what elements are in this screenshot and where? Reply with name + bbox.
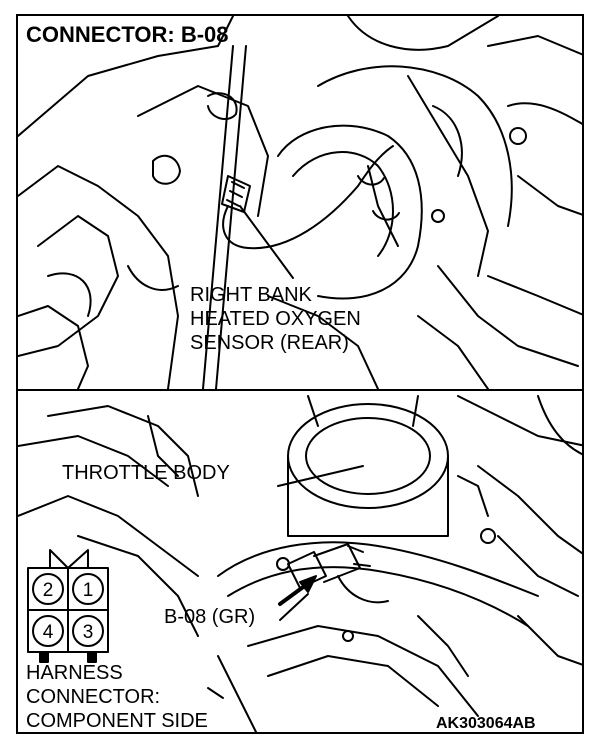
pin-1: 1	[83, 580, 94, 601]
harness-label-line-3: COMPONENT SIDE	[26, 710, 208, 732]
engine-illustration-top	[18, 16, 582, 389]
panel-divider	[18, 389, 582, 391]
pin-3: 3	[83, 622, 94, 643]
connector-title: CONNECTOR: B-08	[26, 22, 229, 47]
sensor-label-line-3: SENSOR (REAR)	[190, 332, 349, 354]
harness-label-line-1: HARNESS	[26, 662, 123, 684]
harness-label-line-2: CONNECTOR:	[26, 686, 161, 708]
throttle-body-label: THROTTLE BODY	[62, 462, 230, 484]
pin-2: 2	[43, 580, 54, 601]
figure-code: AK303064AB	[436, 715, 536, 732]
diagram-frame: CONNECTOR: B-08 RIGHT BANK HEATED OXYGEN…	[16, 14, 584, 734]
pin-4: 4	[43, 622, 54, 643]
connector-b08-label: B-08 (GR)	[164, 606, 256, 628]
sensor-label-line-2: HEATED OXYGEN	[190, 308, 361, 330]
engine-illustration-bottom: 2 1 4 3	[18, 395, 582, 732]
sensor-label-line-1: RIGHT BANK	[190, 284, 312, 306]
